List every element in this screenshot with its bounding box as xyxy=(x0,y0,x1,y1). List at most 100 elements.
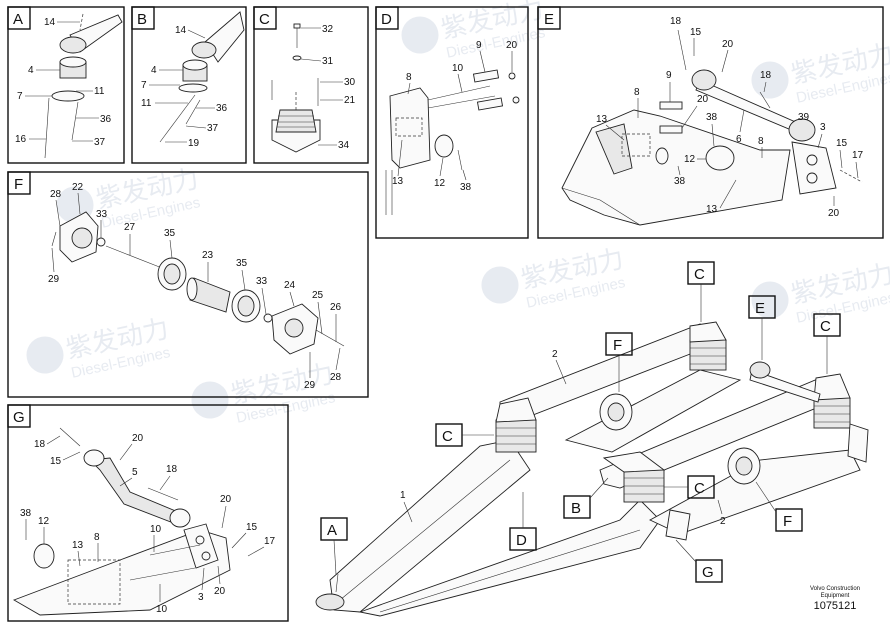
panel-c: C 32 31 30 21 34 xyxy=(253,6,369,164)
callout-a: A xyxy=(327,522,337,539)
label-g-10b: 10 xyxy=(156,604,168,615)
panel-f-frame xyxy=(7,171,369,398)
label-f-29b: 29 xyxy=(304,380,316,391)
panel-b: B 14 4 7 11 36 37 19 xyxy=(131,6,247,164)
panel-g-frame-beam xyxy=(12,529,231,616)
label-d-20: 20 xyxy=(506,40,518,51)
callout-f-lower: F xyxy=(783,513,792,530)
callout-num-2-lower: 2 xyxy=(720,516,726,527)
callout-c-top: C xyxy=(694,266,705,283)
callout-num-2-upper: 2 xyxy=(552,349,558,360)
panel-d-frame xyxy=(375,6,529,239)
drawing-number: 1075121 xyxy=(813,600,857,612)
label-f-33a: 33 xyxy=(96,209,108,220)
main-spring-stack-4 xyxy=(813,397,851,429)
label-f-26: 26 xyxy=(330,302,342,313)
label-g-12: 12 xyxy=(38,516,50,527)
label-b-11: 11 xyxy=(141,98,152,109)
panel-f-key: F xyxy=(14,176,23,193)
callout-f-lower-box xyxy=(775,508,803,532)
label-e-38a: 38 xyxy=(706,112,718,123)
panel-e-key-box xyxy=(537,6,561,30)
label-d-12: 12 xyxy=(434,178,446,189)
label-g-15b: 15 xyxy=(246,522,258,533)
drawing-footer: Volvo Construction Equipment 1075121 xyxy=(792,586,878,613)
label-f-35a: 35 xyxy=(164,228,176,239)
panel-g-key-box xyxy=(7,404,31,428)
main-spring-stack-3 xyxy=(623,469,665,503)
label-g-15a: 15 xyxy=(50,456,62,467)
label-e-20b: 20 xyxy=(697,94,709,105)
label-c-21: 21 xyxy=(344,95,356,106)
panel-a-key: A xyxy=(13,11,23,28)
panel-d-plate-2 xyxy=(476,97,504,111)
panel-f-shaft xyxy=(105,245,163,269)
label-b-37: 37 xyxy=(207,123,219,134)
label-g-8: 8 xyxy=(94,532,100,543)
label-g-20c: 20 xyxy=(214,586,226,597)
label-c-34: 34 xyxy=(338,140,350,151)
label-b-19: 19 xyxy=(188,138,200,149)
main-assembly xyxy=(315,321,869,617)
panel-a: A 14 4 7 11 36 16 37 xyxy=(7,6,125,164)
callout-g: G xyxy=(702,564,714,581)
panel-g: G 18 20 15 5 18 38 12 10 20 xyxy=(7,404,289,622)
label-a-4: 4 xyxy=(28,65,34,76)
label-g-18b: 18 xyxy=(166,464,178,475)
label-a-14: 14 xyxy=(44,17,56,28)
panel-d: D 9 20 10 8 13 12 38 xyxy=(375,6,529,239)
label-f-22: 22 xyxy=(72,182,84,193)
main-spring-stack-2 xyxy=(689,339,727,371)
label-e-20a: 20 xyxy=(722,39,734,50)
panel-b-washer xyxy=(178,83,208,93)
label-d-13: 13 xyxy=(392,176,404,187)
label-b-7: 7 xyxy=(141,80,147,91)
label-e-8b: 8 xyxy=(758,136,764,147)
label-g-5: 5 xyxy=(132,467,138,478)
callout-f-upper: F xyxy=(613,337,622,354)
label-g-10a: 10 xyxy=(150,524,162,535)
panel-g-key: G xyxy=(13,409,25,426)
panel-f-key-box xyxy=(7,171,31,195)
panel-d-bracket xyxy=(389,87,431,169)
label-f-27: 27 xyxy=(124,222,136,233)
label-c-30: 30 xyxy=(344,77,356,88)
panel-a-key-box xyxy=(7,6,31,30)
panel-e: E 18 15 20 9 18 8 20 13 xyxy=(537,6,884,239)
label-e-9: 9 xyxy=(666,70,672,81)
panel-c-frame xyxy=(253,6,369,164)
label-a-37: 37 xyxy=(94,137,106,148)
panel-e-axle-bracket xyxy=(791,141,837,195)
panel-f: F 28 22 33 27 35 29 23 xyxy=(7,171,369,398)
label-f-24: 24 xyxy=(284,280,296,291)
panel-a-washer xyxy=(51,90,85,102)
label-e-38b: 38 xyxy=(674,176,686,187)
label-e-18a: 18 xyxy=(670,16,682,27)
panel-b-key-box xyxy=(131,6,155,30)
label-a-16: 16 xyxy=(15,134,27,145)
callout-e: E xyxy=(755,300,765,317)
label-a-11: 11 xyxy=(94,86,105,97)
label-f-35b: 35 xyxy=(236,258,248,269)
label-b-36: 36 xyxy=(216,103,228,114)
label-f-33b: 33 xyxy=(256,276,268,287)
label-b-4: 4 xyxy=(151,65,157,76)
label-a-36: 36 xyxy=(100,114,112,125)
label-g-18a: 18 xyxy=(34,439,46,450)
label-g-13: 13 xyxy=(72,540,84,551)
label-g-17: 17 xyxy=(264,536,276,547)
label-e-13a: 13 xyxy=(596,114,608,125)
label-e-8a: 8 xyxy=(634,87,640,98)
label-e-12: 12 xyxy=(684,154,696,165)
label-d-8: 8 xyxy=(406,72,412,83)
main-spring-stack-1 xyxy=(495,419,537,453)
panel-e-key: E xyxy=(544,11,554,28)
callout-d: D xyxy=(516,532,527,549)
panel-g-cover xyxy=(33,543,55,569)
label-a-7: 7 xyxy=(17,91,23,102)
panel-e-frame xyxy=(537,6,884,239)
label-f-28b: 28 xyxy=(330,372,342,383)
callout-g-box xyxy=(695,559,723,583)
label-c-32: 32 xyxy=(322,24,334,35)
maker-line-1: Volvo Construction xyxy=(809,586,861,592)
